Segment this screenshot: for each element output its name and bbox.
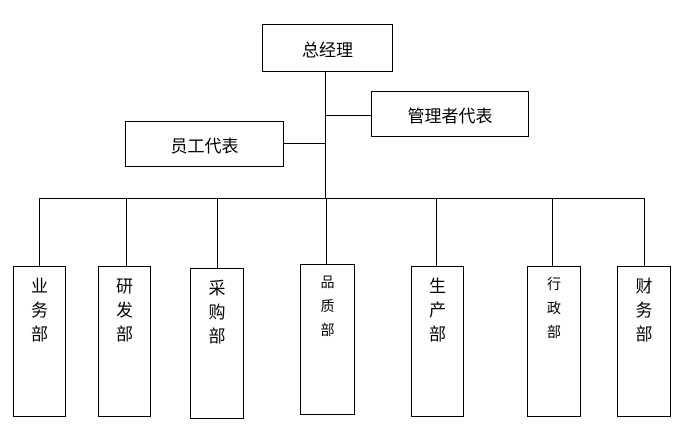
employee-representative-box: 员工代表: [125, 121, 284, 167]
department-label-char: 业: [31, 277, 48, 297]
department-label-admin: 行政部: [547, 273, 561, 345]
department-box-admin: 行政部: [527, 266, 581, 417]
employee-representative-label: 员工代表: [170, 136, 239, 157]
department-label-purchasing: 采购部: [209, 277, 226, 349]
department-label-char: 生: [429, 277, 446, 297]
department-label-finance: 财务部: [636, 275, 653, 347]
drop-line-purchasing: [217, 198, 218, 268]
department-label-char: 财: [635, 277, 653, 297]
department-box-production: 生产部: [411, 266, 464, 417]
department-label-char: 部: [116, 325, 133, 345]
department-label-char: 采: [208, 279, 226, 299]
management-representative-box: 管理者代表: [371, 91, 529, 137]
department-box-sales: 业务部: [13, 266, 66, 417]
department-label-quality: 品质部: [321, 271, 335, 343]
department-label-char: 行: [547, 277, 561, 293]
department-label-char: 政: [547, 301, 561, 317]
general-manager-label: 总经理: [302, 40, 353, 61]
department-box-quality: 品质部: [300, 264, 355, 415]
drop-line-finance: [644, 198, 645, 266]
department-label-char: 品: [320, 275, 335, 291]
drop-line-admin: [552, 198, 553, 266]
department-label-char: 质: [320, 299, 335, 315]
department-label-char: 务: [635, 301, 653, 321]
department-label-char: 务: [31, 301, 48, 321]
department-label-char: 研: [116, 277, 133, 297]
department-box-finance: 财务部: [617, 266, 671, 417]
general-manager-box: 总经理: [262, 24, 393, 72]
department-label-production: 生产部: [429, 275, 446, 347]
department-label-char: 产: [429, 301, 446, 321]
department-label-sales: 业务部: [31, 275, 48, 347]
drop-line-sales: [39, 198, 40, 266]
rep-employee-connector: [283, 143, 326, 144]
department-box-rnd: 研发部: [98, 266, 151, 417]
department-bus-line: [39, 198, 645, 199]
department-box-purchasing: 采购部: [190, 268, 244, 419]
drop-line-production: [436, 198, 437, 266]
department-label-char: 部: [320, 323, 335, 339]
drop-line-quality: [326, 198, 327, 264]
department-label-char: 部: [208, 327, 226, 347]
management-representative-label: 管理者代表: [407, 106, 493, 127]
department-label-char: 部: [429, 325, 446, 345]
drop-line-rnd: [126, 198, 127, 266]
department-label-char: 购: [208, 303, 226, 323]
department-label-char: 部: [547, 325, 561, 341]
trunk-line: [325, 71, 326, 198]
department-label-char: 部: [31, 325, 48, 345]
department-label-char: 发: [116, 301, 133, 321]
department-label-char: 部: [635, 325, 653, 345]
department-label-rnd: 研发部: [116, 275, 133, 347]
rep-management-connector: [325, 115, 371, 116]
